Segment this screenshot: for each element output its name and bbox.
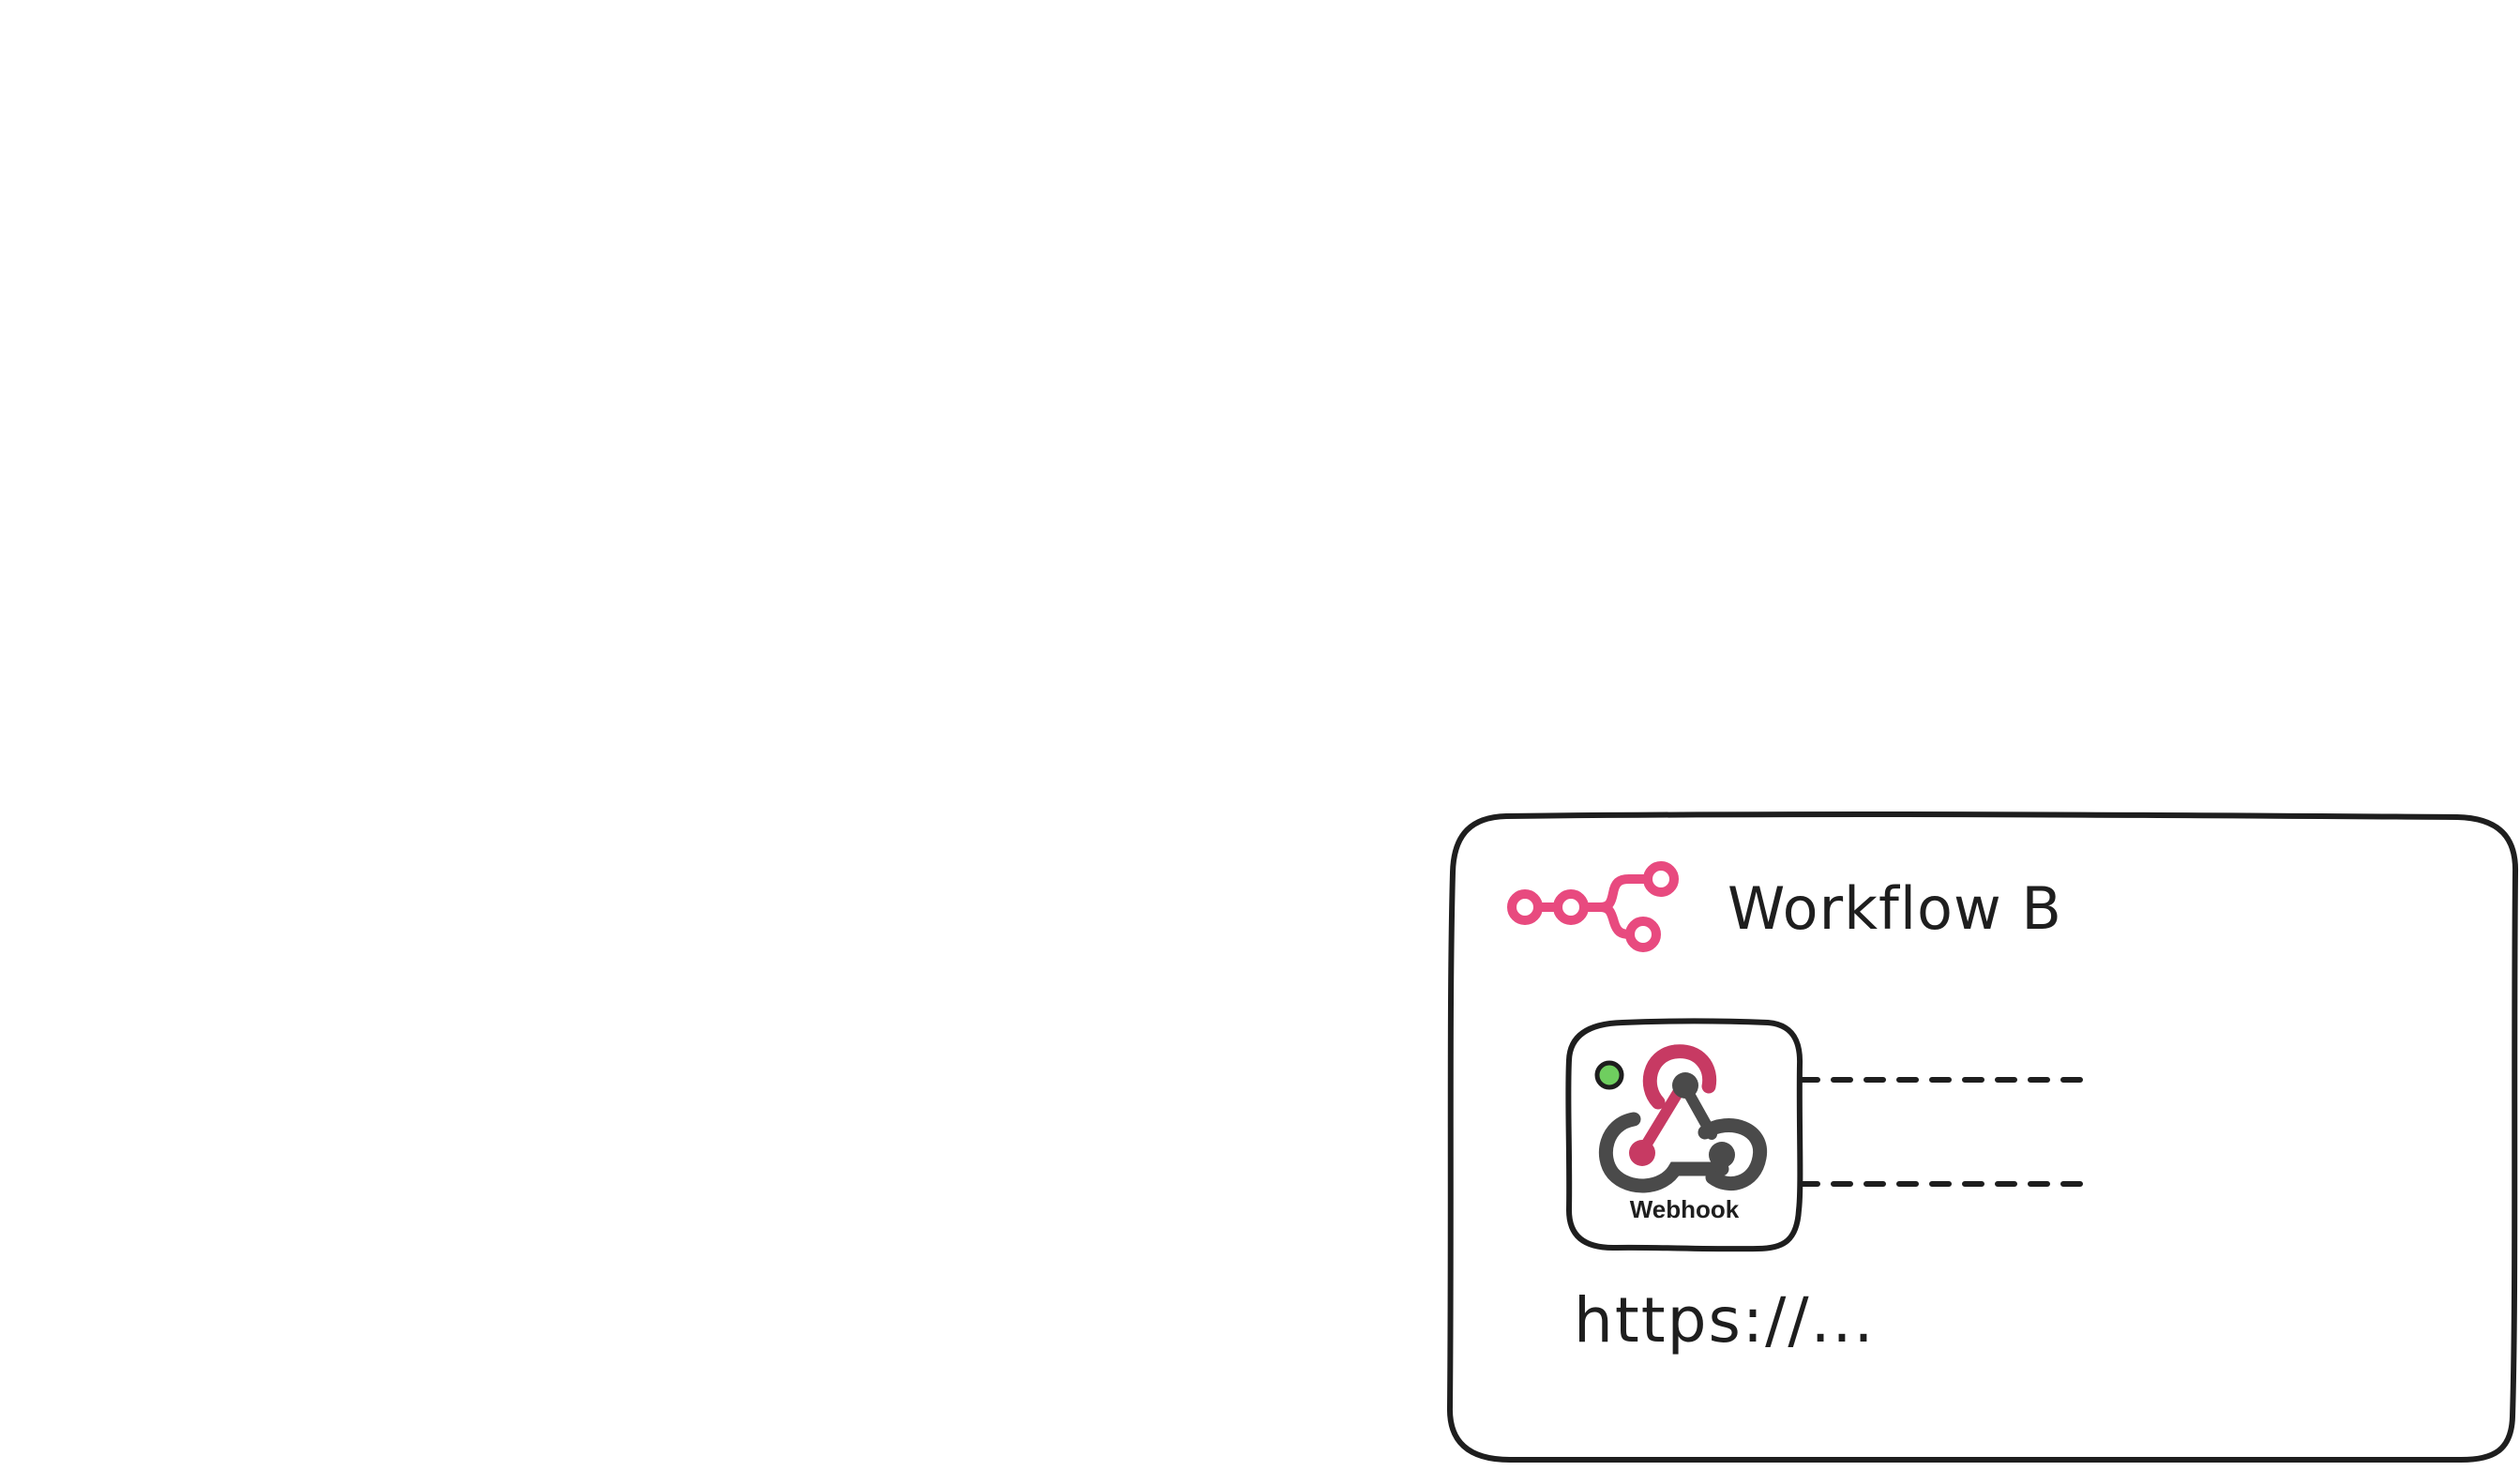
webhook-node[interactable] (1565, 1018, 1803, 1252)
n8n-workflow-icon (1507, 861, 1679, 952)
workflow-title: Workflow B (1728, 874, 2062, 943)
webhook-icon (1598, 1044, 1768, 1193)
webhook-url: https://... (1574, 1284, 1876, 1357)
workflow-frame (1446, 811, 2519, 1463)
status-indicator (1594, 1060, 1624, 1090)
webhook-node-label: Webhook (1630, 1195, 1740, 1223)
